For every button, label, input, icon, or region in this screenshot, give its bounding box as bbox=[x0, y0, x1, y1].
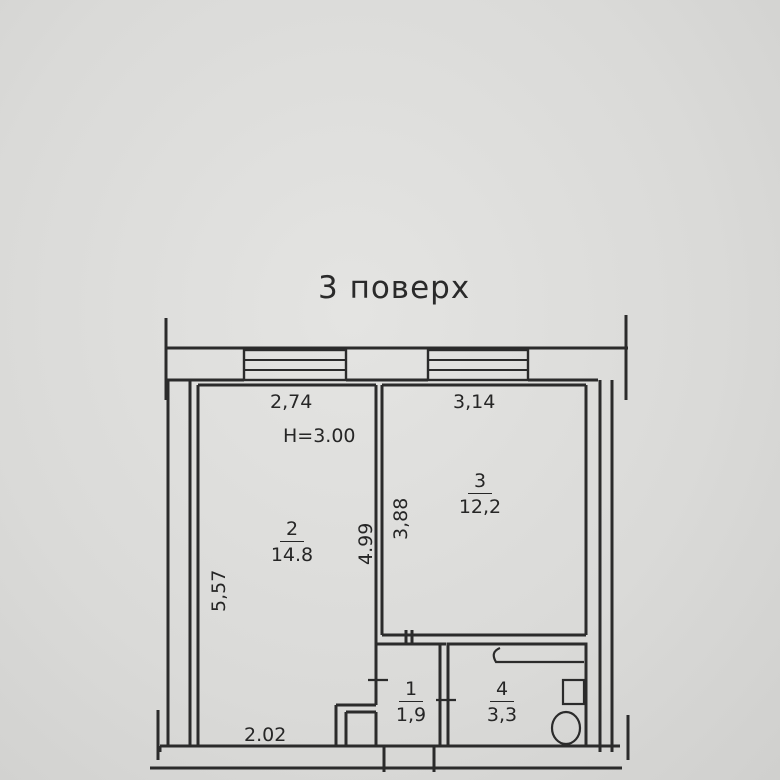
dim-partition-length: 4.99 bbox=[355, 522, 377, 565]
bathtub bbox=[492, 646, 584, 664]
room-1-number: 1 bbox=[398, 680, 424, 702]
dim-corridor-width: 2.02 bbox=[244, 724, 287, 746]
dim-room2-length: 5,57 bbox=[208, 569, 230, 612]
window-room3 bbox=[426, 348, 530, 382]
window-room2 bbox=[242, 348, 348, 382]
toilet-bowl bbox=[550, 710, 582, 746]
toilet-tank bbox=[561, 678, 586, 706]
room-2-area: 14.8 bbox=[270, 544, 314, 566]
room-2-number: 2 bbox=[279, 520, 305, 542]
dim-room2-width: 2,74 bbox=[270, 391, 313, 413]
room-2-label: 2 14.8 bbox=[262, 520, 322, 565]
room-3-label: 3 12,2 bbox=[450, 472, 510, 517]
room-3-number: 3 bbox=[467, 472, 493, 494]
ceiling-height: Н=3.00 bbox=[283, 425, 356, 447]
room-3-area: 12,2 bbox=[458, 496, 502, 518]
floor-label: 3 поверх bbox=[318, 270, 471, 306]
room-4-label: 4 3,3 bbox=[476, 680, 528, 725]
dim-room3-length: 3,88 bbox=[390, 497, 412, 540]
room-1-label: 1 1,9 bbox=[388, 680, 434, 725]
room4-outline bbox=[446, 642, 588, 748]
room-1-area: 1,9 bbox=[395, 704, 427, 726]
room-4-number: 4 bbox=[489, 680, 515, 702]
room-4-area: 3,3 bbox=[486, 704, 518, 726]
dim-room3-width: 3,14 bbox=[453, 391, 496, 413]
